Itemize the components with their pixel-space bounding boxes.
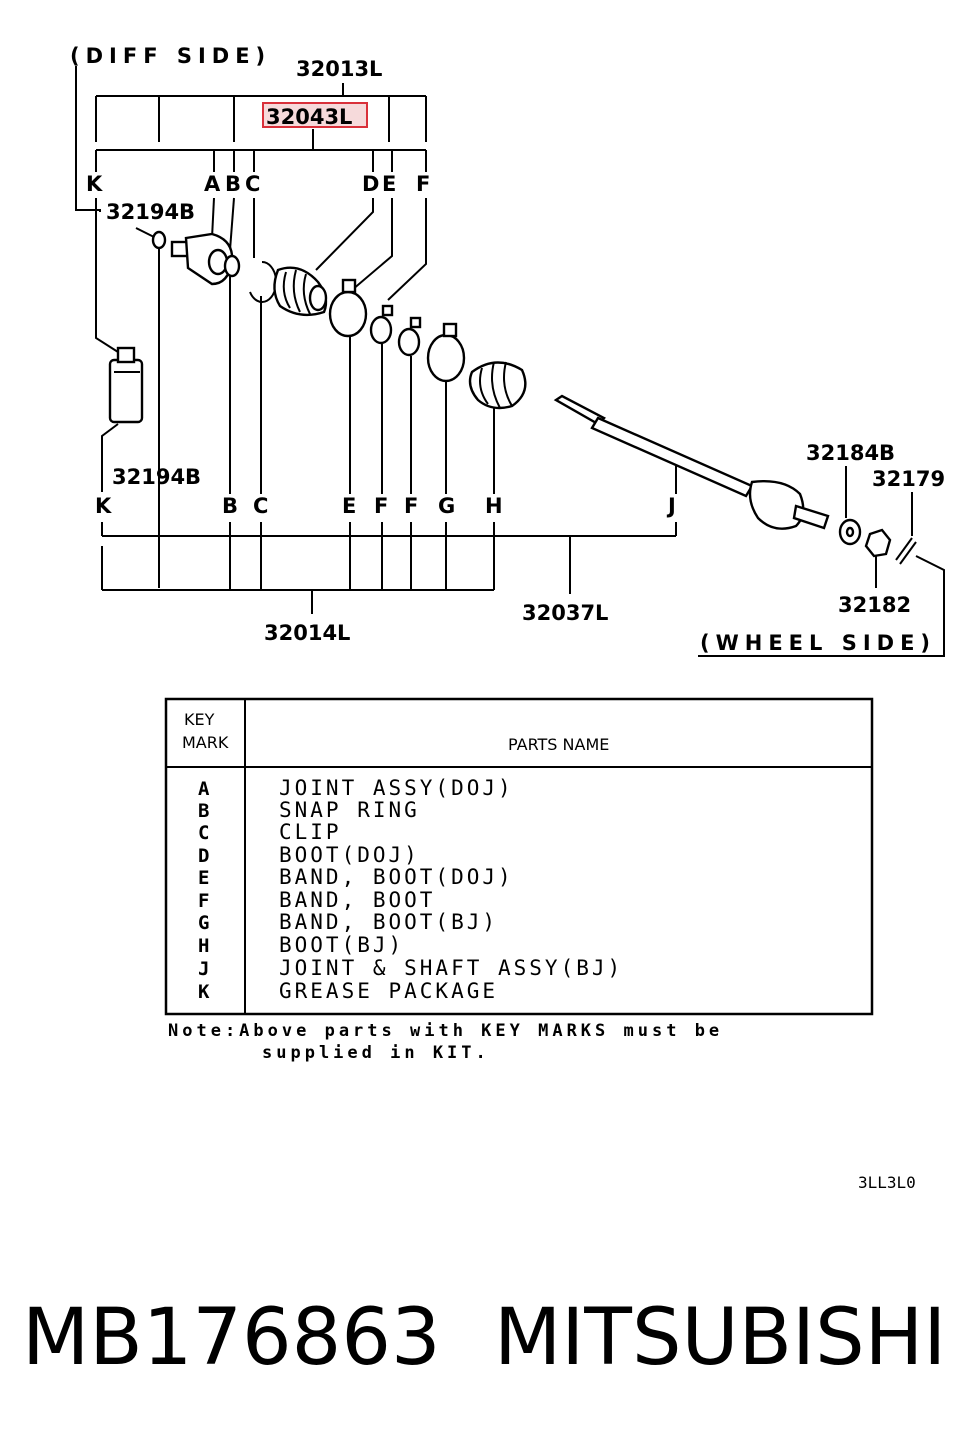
part-number-32014L: 32014L bbox=[264, 621, 350, 645]
cotter-pin-32179-icon bbox=[895, 537, 917, 565]
parts-table: KEY MARK PARTS NAME A JOINT ASSY(DOJ) B … bbox=[164, 697, 874, 1016]
table-row-key: C bbox=[198, 822, 209, 844]
part-number-32037L: 32037L bbox=[522, 601, 608, 625]
table-row-key: K bbox=[198, 981, 210, 1003]
table-header-key-line1: KEY bbox=[184, 710, 215, 729]
table-row-name: JOINT ASSY(DOJ) bbox=[279, 776, 514, 800]
table-row-name: BAND, BOOT(BJ) bbox=[279, 910, 498, 934]
key-label-bottom-H: H bbox=[485, 494, 503, 518]
bracket-32014L bbox=[101, 522, 495, 614]
diff-side-label: (DIFF SIDE) bbox=[70, 44, 271, 68]
part-number-32179: 32179 bbox=[872, 467, 945, 491]
band-boot-doj-icon bbox=[328, 278, 368, 338]
bracket-32013L bbox=[95, 83, 427, 142]
key-label-top-E: E bbox=[382, 172, 396, 196]
key-label-top-B: B bbox=[225, 172, 241, 196]
table-row-key: E bbox=[198, 867, 209, 889]
key-label-bottom-G: G bbox=[438, 494, 455, 518]
table-row-key: J bbox=[198, 958, 209, 980]
boot-doj-icon bbox=[273, 266, 328, 317]
table-row-name: BAND, BOOT(DOJ) bbox=[279, 865, 514, 889]
table-row-key: A bbox=[198, 778, 210, 800]
wheel-side-label: (WHEEL SIDE) bbox=[700, 631, 936, 655]
part-number-32182: 32182 bbox=[838, 593, 911, 617]
table-row-key: G bbox=[198, 912, 209, 934]
table-row-name: CLIP bbox=[279, 820, 342, 844]
table-row-name: GREASE PACKAGE bbox=[279, 979, 498, 1003]
key-label-bottom-K: K bbox=[95, 494, 112, 518]
note-line-2: supplied in KIT. bbox=[262, 1043, 490, 1063]
boot-bj-icon bbox=[468, 361, 527, 410]
table-row-name: SNAP RING bbox=[279, 798, 420, 822]
nut-32182-icon bbox=[864, 528, 892, 558]
part-number-32043L: 32043L bbox=[266, 105, 352, 129]
table-row-key: H bbox=[198, 935, 209, 957]
key-label-bottom-B: B bbox=[222, 494, 238, 518]
table-row-key: B bbox=[198, 800, 209, 822]
brand-title: MITSUBISHI bbox=[494, 1293, 946, 1383]
key-label-top-D: D bbox=[362, 172, 379, 196]
table-row-key: D bbox=[198, 845, 209, 867]
grease-package-icon bbox=[108, 346, 144, 424]
highlight-box bbox=[262, 102, 368, 128]
part-number-32013L: 32013L bbox=[296, 57, 382, 81]
circlip-32194B-icon bbox=[151, 230, 167, 250]
table-row-name: JOINT & SHAFT ASSY(BJ) bbox=[279, 956, 623, 980]
key-label-bottom-F1: F bbox=[374, 494, 388, 518]
part-number-32194B-bottom: 32194B bbox=[112, 465, 201, 489]
band-boot-icon-2 bbox=[397, 316, 422, 357]
figure-code: 3LL3L0 bbox=[858, 1173, 916, 1192]
band-boot-bj-icon bbox=[426, 322, 466, 383]
washer-32184B-icon bbox=[838, 518, 862, 546]
table-row-name: BOOT(DOJ) bbox=[279, 843, 420, 867]
joint-shaft-assy-icon bbox=[553, 394, 830, 530]
key-label-top-C: C bbox=[245, 172, 260, 196]
note-line-1: Note:Above parts with KEY MARKS must be bbox=[168, 1021, 723, 1041]
bracket-32037L bbox=[101, 522, 677, 594]
table-header-key-line2: MARK bbox=[182, 733, 229, 752]
table-row-name: BAND, BOOT bbox=[279, 888, 435, 912]
band-boot-icon-1 bbox=[369, 304, 394, 345]
bottom-leaders bbox=[158, 248, 677, 588]
key-label-top-F: F bbox=[416, 172, 430, 196]
part-number-32194B-top: 32194B bbox=[106, 200, 195, 224]
table-row-name: BOOT(BJ) bbox=[279, 933, 404, 957]
bracket-32043L bbox=[95, 129, 427, 172]
key-label-bottom-J: J bbox=[666, 494, 676, 518]
key-label-bottom-E: E bbox=[342, 494, 356, 518]
key-label-top-K: K bbox=[86, 172, 103, 196]
table-row-key: F bbox=[198, 890, 209, 912]
part-number-title: MB176863 bbox=[22, 1293, 441, 1383]
key-label-bottom-F2: F bbox=[404, 494, 418, 518]
key-label-top-A: A bbox=[204, 172, 221, 196]
snap-ring-icon bbox=[223, 254, 241, 278]
joint-assy-doj-icon bbox=[170, 232, 234, 286]
part-number-32184B: 32184B bbox=[806, 441, 895, 465]
key-label-bottom-C: C bbox=[253, 494, 268, 518]
top-leaders bbox=[75, 66, 427, 353]
clip-ring-icon bbox=[249, 260, 278, 303]
table-header-parts-name: PARTS NAME bbox=[508, 735, 609, 754]
